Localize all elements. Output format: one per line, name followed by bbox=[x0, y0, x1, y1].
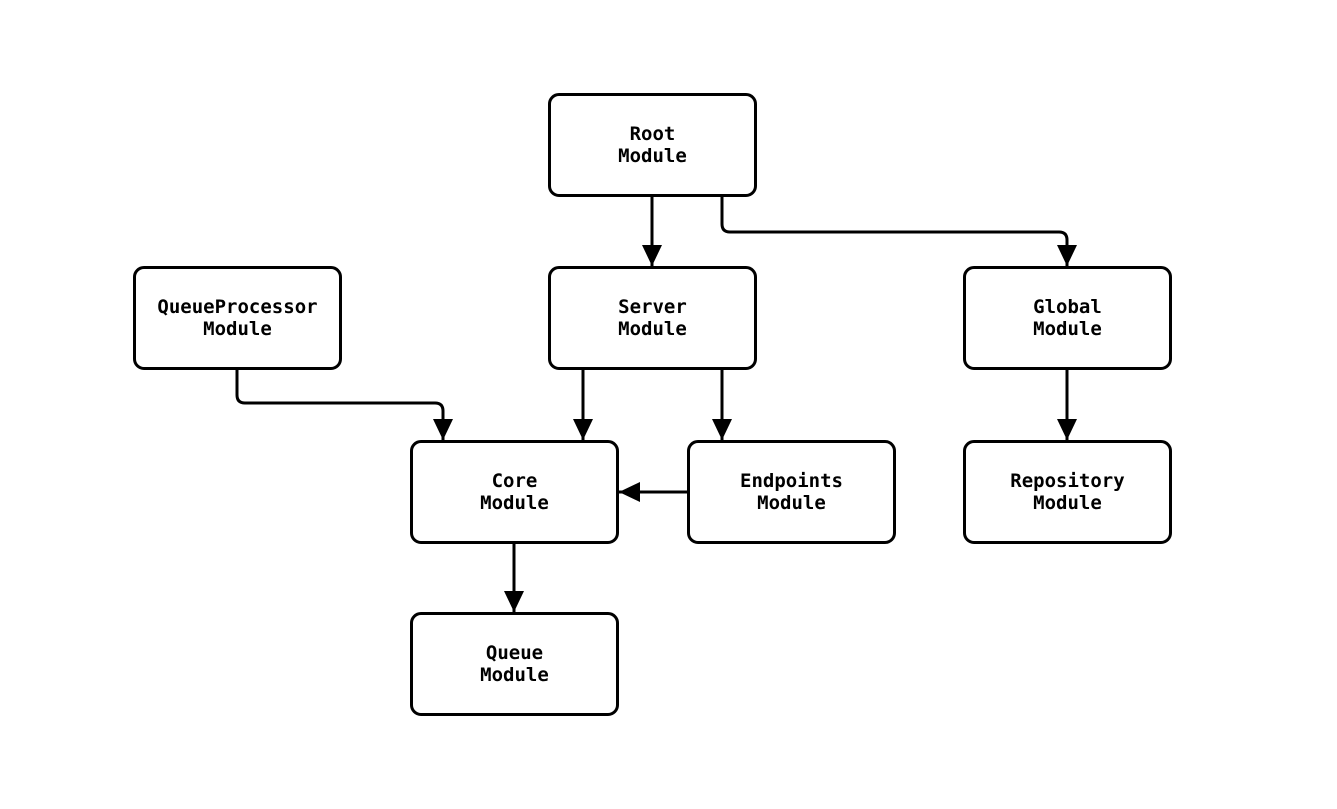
node-server-module: Server Module bbox=[548, 266, 757, 370]
node-core-module-label: Core Module bbox=[480, 470, 549, 514]
node-global-module-label: Global Module bbox=[1033, 296, 1102, 340]
node-endpoints-module: Endpoints Module bbox=[687, 440, 896, 544]
node-root-module: Root Module bbox=[548, 93, 757, 197]
node-queueprocessor-module: QueueProcessor Module bbox=[133, 266, 342, 370]
node-repository-module: Repository Module bbox=[963, 440, 1172, 544]
edge-root-to-global bbox=[720, 197, 1077, 266]
node-repository-module-label: Repository Module bbox=[1010, 470, 1125, 514]
node-queue-module: Queue Module bbox=[410, 612, 619, 716]
node-global-module: Global Module bbox=[963, 266, 1172, 370]
node-endpoints-module-label: Endpoints Module bbox=[740, 470, 843, 514]
node-queueprocessor-module-label: QueueProcessor Module bbox=[157, 296, 318, 340]
edge-queueprocessor-to-core bbox=[235, 370, 453, 440]
node-queue-module-label: Queue Module bbox=[480, 642, 549, 686]
node-root-module-label: Root Module bbox=[618, 123, 687, 167]
node-server-module-label: Server Module bbox=[618, 296, 687, 340]
node-core-module: Core Module bbox=[410, 440, 619, 544]
